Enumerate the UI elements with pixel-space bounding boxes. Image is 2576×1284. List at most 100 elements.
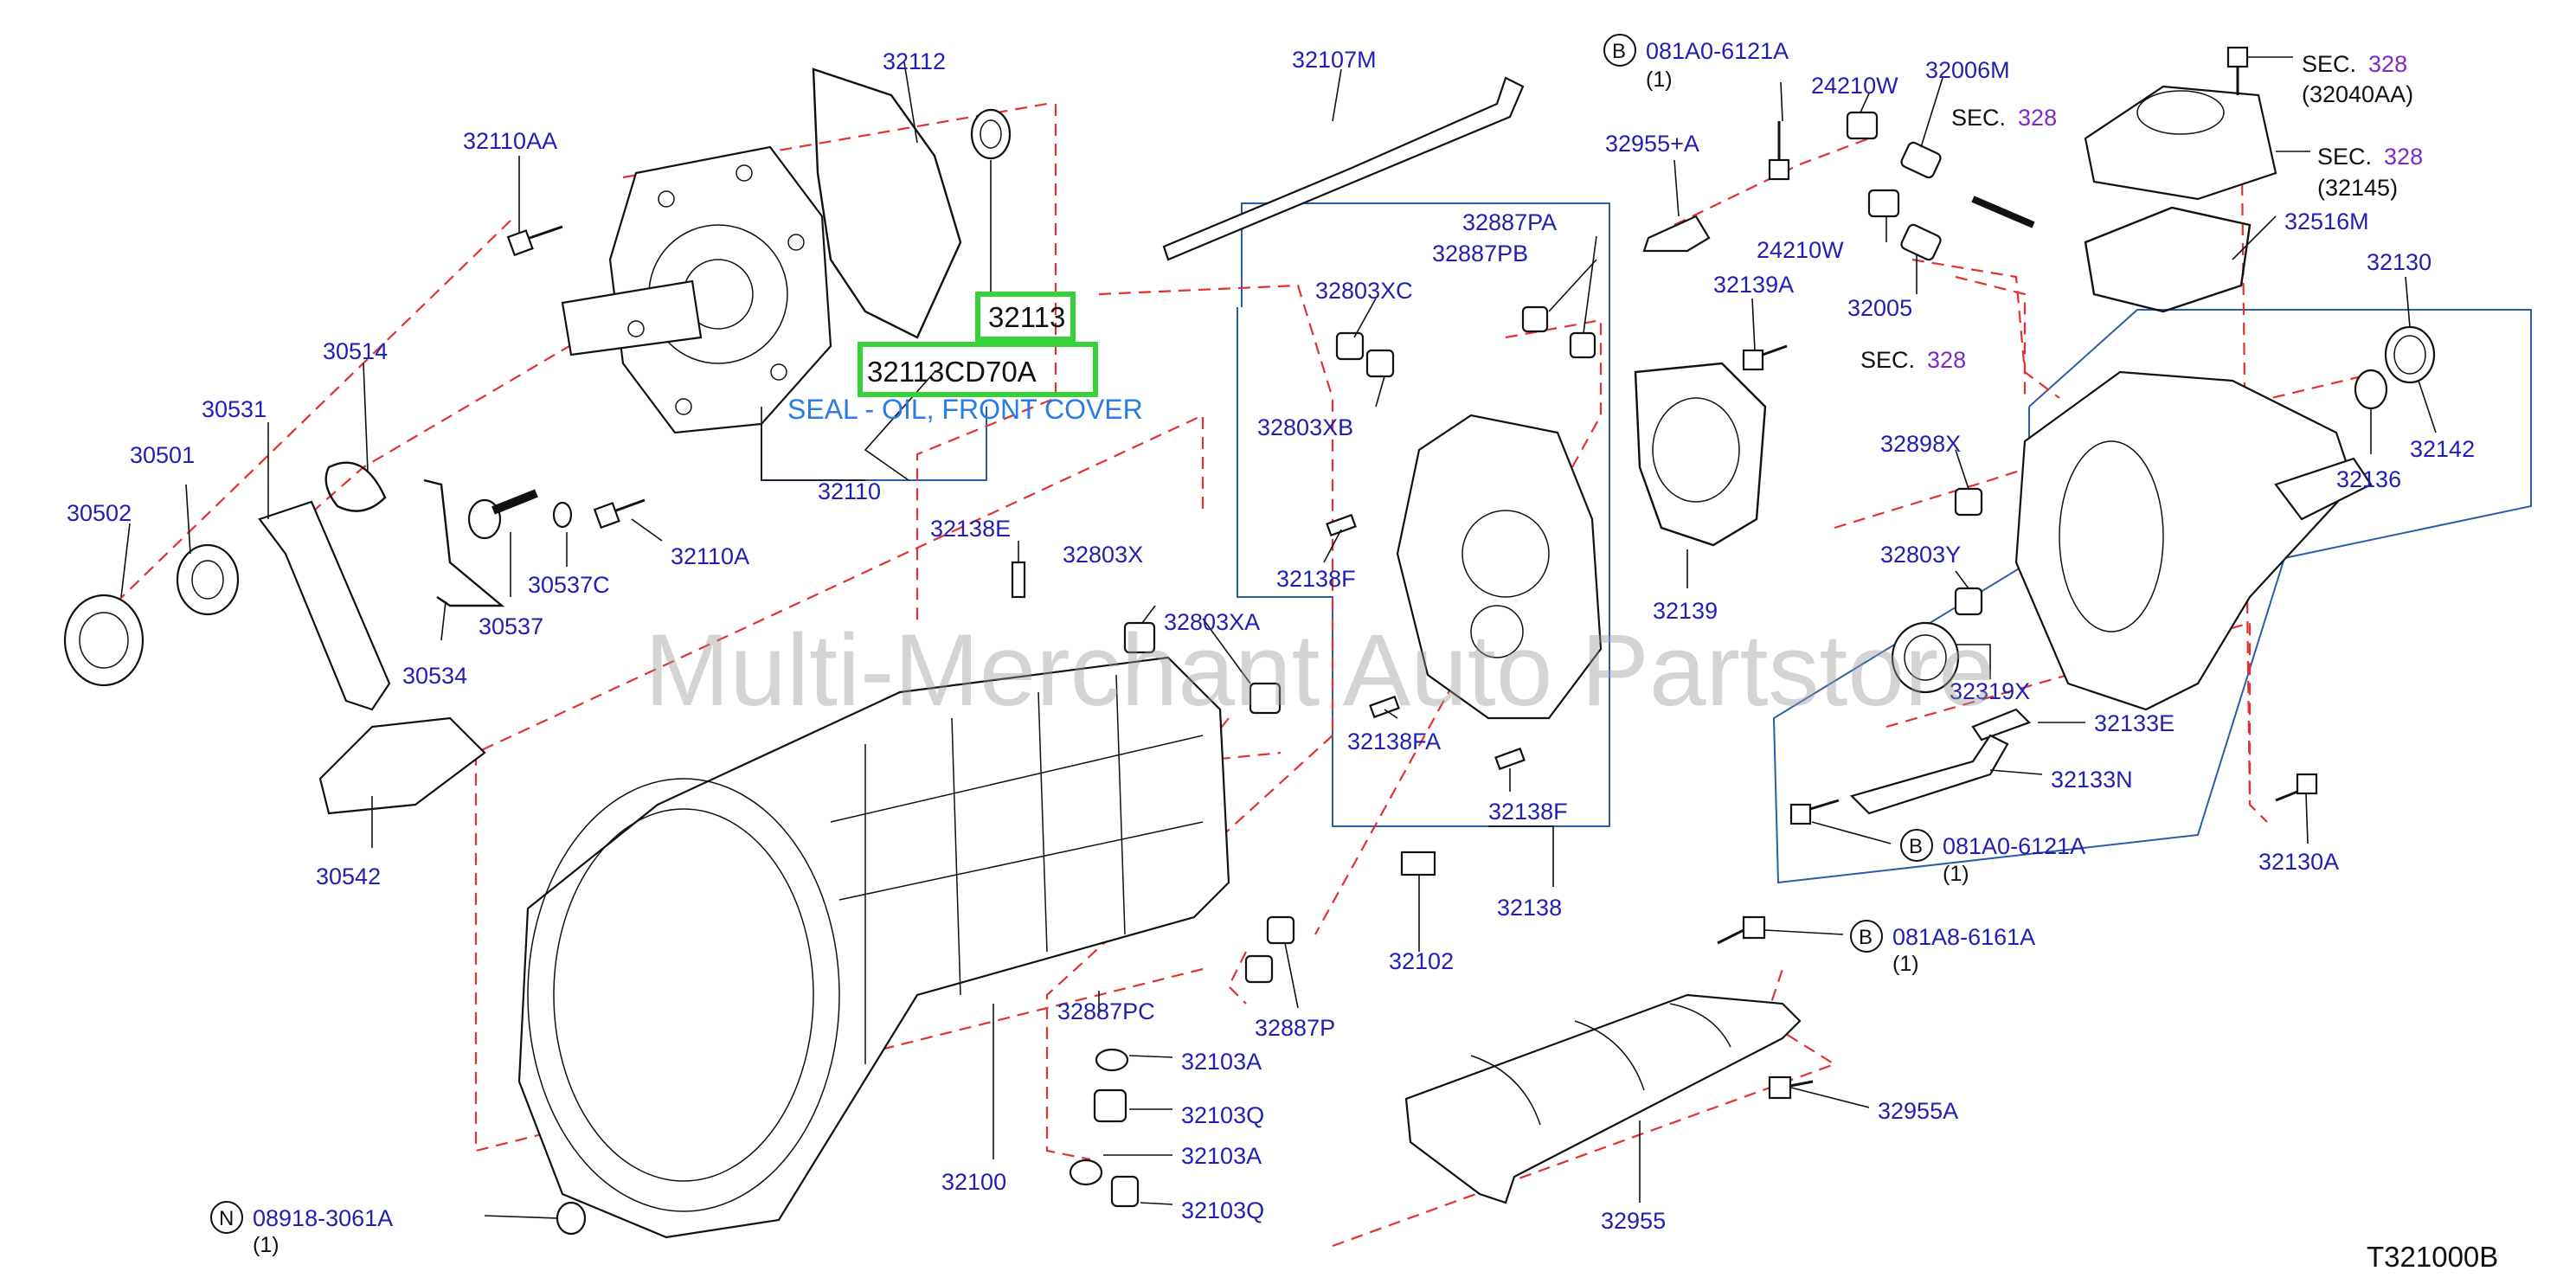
label-32887PA[interactable]: 32887PA	[1462, 209, 1557, 235]
callout-b-081A0-6121A-bottom[interactable]: B 081A0-6121A (1)	[1900, 829, 2085, 886]
section-ref-switch[interactable]: SEC.328	[1860, 347, 1966, 373]
label-32803Y[interactable]: 32803Y	[1880, 542, 1961, 568]
label-32887PB[interactable]: 32887PB	[1432, 241, 1528, 266]
label-32319X[interactable]: 32319X	[1950, 678, 2030, 704]
bushing-32887PB	[1521, 305, 1549, 333]
guide-line-10	[1673, 137, 1870, 226]
label-32955[interactable]: 32955	[1601, 1208, 1666, 1234]
svg-text:SEC.328: SEC.328	[2317, 144, 2423, 170]
bolt-32110A	[593, 498, 646, 530]
label-32103A-1[interactable]: 32103A	[1181, 1049, 1262, 1075]
section-ref-32040AA[interactable]: SEC.328 (32040AA)	[2302, 51, 2413, 107]
bearing-30501	[176, 543, 240, 616]
bushing-32803X	[1123, 621, 1156, 654]
label-32138FA[interactable]: 32138FA	[1347, 729, 1441, 754]
label-32110A[interactable]: 32110A	[671, 543, 749, 569]
label-32803XC[interactable]: 32803XC	[1315, 278, 1413, 304]
bushing-32887PA	[1569, 331, 1596, 359]
label-32006M[interactable]: 32006M	[1925, 57, 2010, 83]
label-32138E[interactable]: 32138E	[930, 516, 1011, 542]
label-30537C[interactable]: 30537C	[528, 572, 610, 598]
seal-30502	[63, 594, 145, 687]
label-32887P[interactable]: 32887P	[1255, 1015, 1335, 1041]
label-32130A[interactable]: 32130A	[2258, 849, 2339, 875]
guide-line-11	[1955, 275, 2027, 398]
label-32130[interactable]: 32130	[2367, 249, 2431, 275]
label-32103Q-2[interactable]: 32103Q	[1181, 1197, 1264, 1223]
highlight-catalog-number[interactable]: 32113CD70A	[867, 356, 1037, 388]
label-32133N[interactable]: 32133N	[2051, 767, 2133, 793]
label-30502[interactable]: 30502	[67, 500, 132, 526]
label-32898X[interactable]: 32898X	[1880, 431, 1961, 457]
label-32107M[interactable]: 32107M	[1292, 47, 1377, 73]
top-cover-sec328	[2084, 85, 2277, 201]
guide-line-14	[1885, 621, 2252, 805]
svg-text:N: N	[219, 1207, 234, 1230]
callout-b-badge-icon	[1900, 829, 1933, 862]
label-32139[interactable]: 32139	[1653, 598, 1718, 624]
label-30534[interactable]: 30534	[402, 663, 467, 689]
bracket-32133N	[1849, 734, 2009, 815]
label-32133E[interactable]: 32133E	[2094, 710, 2175, 736]
label-30542[interactable]: 30542	[316, 863, 381, 889]
bolt-081A0-6121A-bottom	[1789, 799, 1840, 825]
label-32803X[interactable]: 32803X	[1063, 542, 1143, 568]
label-32803XB[interactable]: 32803XB	[1257, 414, 1353, 440]
label-32005[interactable]: 32005	[1847, 295, 1912, 321]
wire-30534	[423, 478, 505, 607]
bracket-32133E	[1971, 708, 2031, 742]
callout-b-081A0-6121A-top[interactable]: B 081A0-6121A (1)	[1603, 34, 1789, 92]
callout-n-08918-3061A[interactable]: N 08918-3061A (1)	[210, 1201, 393, 1257]
label-32110AA[interactable]: 32110AA	[463, 128, 557, 154]
svg-text:B: B	[1909, 835, 1923, 858]
guide-line-3	[94, 220, 511, 624]
bushing-32803XC	[1335, 331, 1365, 361]
label-32142[interactable]: 32142	[2410, 436, 2475, 462]
washer-32103A-2	[1069, 1159, 1103, 1186]
label-32110[interactable]: 32110	[818, 478, 881, 504]
label-24210W-2[interactable]: 24210W	[1757, 237, 1844, 263]
label-32955pA[interactable]: 32955+A	[1605, 131, 1699, 157]
front-cover-32110	[561, 145, 832, 434]
svg-text:081A8-6161A: 081A8-6161A	[1892, 924, 2035, 950]
bolt-32110AA	[506, 225, 563, 257]
callout-n-badge-icon	[210, 1201, 243, 1234]
label-32103Q-1[interactable]: 32103Q	[1181, 1102, 1264, 1128]
label-32138F-2[interactable]: 32138F	[1488, 799, 1568, 825]
label-32100[interactable]: 32100	[941, 1169, 1006, 1195]
guide-line-6	[1098, 284, 1334, 735]
label-32516M[interactable]: 32516M	[2284, 209, 2369, 234]
transmission-case-32100	[517, 656, 1230, 1239]
callout-b-081A8-6161A[interactable]: B 081A8-6161A (1)	[1850, 920, 2035, 976]
label-32887PC[interactable]: 32887PC	[1057, 998, 1155, 1024]
label-32955A[interactable]: 32955A	[1878, 1098, 1958, 1124]
callout-b-badge-icon	[1603, 34, 1636, 67]
switch-24210W-1	[1846, 111, 1879, 140]
section-ref-rod[interactable]: SEC.328	[1951, 105, 2057, 131]
switch-32005	[1900, 223, 1942, 261]
label-32103A-2[interactable]: 32103A	[1181, 1143, 1262, 1169]
bolt-32130A	[2275, 773, 2318, 802]
label-30537[interactable]: 30537	[479, 613, 543, 639]
label-30501[interactable]: 30501	[130, 442, 195, 468]
callout-b-badge-icon	[1850, 920, 1883, 953]
svg-text:(32040AA): (32040AA)	[2302, 81, 2413, 107]
svg-text:(1): (1)	[1646, 67, 1673, 92]
label-32136[interactable]: 32136	[2336, 466, 2401, 492]
bolt-08918-3061A	[556, 1201, 587, 1236]
part-labels: 32112 32110AA 30514 30531 30501 30502 30…	[67, 47, 2475, 1234]
label-32102[interactable]: 32102	[1389, 948, 1454, 974]
svg-text:08918-3061A: 08918-3061A	[253, 1205, 393, 1231]
label-32139A[interactable]: 32139A	[1713, 272, 1794, 298]
label-32138F-1[interactable]: 32138F	[1276, 566, 1356, 592]
gasket-32139	[1634, 362, 1767, 547]
section-ref-32145[interactable]: SEC.328 (32145)	[2317, 144, 2423, 201]
label-32112[interactable]: 32112	[883, 48, 946, 74]
highlight-box-catalog-number	[858, 342, 1098, 397]
label-24210W-1[interactable]: 24210W	[1811, 73, 1898, 99]
label-30531[interactable]: 30531	[202, 396, 267, 422]
label-30514[interactable]: 30514	[323, 338, 388, 364]
highlight-part-number[interactable]: 32113	[988, 301, 1065, 333]
label-32803XA[interactable]: 32803XA	[1164, 609, 1260, 635]
label-32138[interactable]: 32138	[1497, 895, 1562, 921]
